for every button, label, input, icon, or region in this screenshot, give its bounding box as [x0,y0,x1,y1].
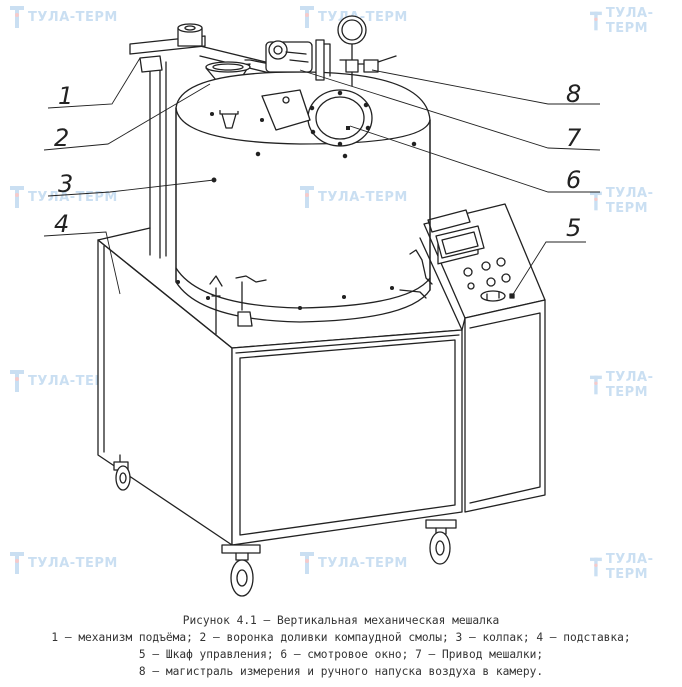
tulaterm-logo-icon [590,557,602,577]
tulaterm-logo-icon [300,186,314,208]
caption-line-3: 8 — магистраль измерения и ручного напус… [138,665,544,678]
measurement-line [337,15,397,87]
tulaterm-logo-icon [10,6,24,28]
watermark: ТУЛА-ТЕРМ [10,552,118,574]
tulaterm-logo-icon [590,11,602,31]
mixer-drawing: 1 2 3 4 5 6 7 8 [43,15,601,597]
tulaterm-logo-icon [10,552,24,574]
viewing-window [307,89,373,147]
tulaterm-logo-icon [10,370,24,392]
callout-3: 3 [58,170,73,198]
watermark: ТУЛА-ТЕРМ [590,186,682,216]
callout-1: 1 [58,82,73,110]
mixer-drive [265,39,331,81]
caption-line-2: 5 — Шкаф управления; 6 — смотровое окно;… [138,648,544,661]
caster-left-front [221,544,261,597]
watermark: ТУЛА-ТЕРМ [10,370,118,392]
tulaterm-logo-icon [300,552,314,574]
tulaterm-logo-icon [300,6,314,28]
caster-left-back [113,454,131,491]
caption-line-1: 1 — механизм подъёма; 2 — воронка доливк… [51,631,631,644]
watermark: ТУЛА-ТЕРМ [300,552,408,574]
callout-8: 8 [566,80,581,108]
callout-2: 2 [54,124,69,152]
drive-bracket [261,89,311,131]
tulaterm-logo-icon [590,191,602,211]
watermark: ТУЛА-ТЕРМ [300,6,408,28]
callout-4: 4 [54,210,69,238]
tulaterm-logo-icon [590,375,602,395]
leader-lines [43,57,601,297]
callout-5: 5 [566,214,581,242]
watermark: ТУЛА-ТЕРМ [590,370,682,400]
figure-caption: Рисунок 4.1 — Вертикальная механическая … [0,612,682,680]
watermark: ТУЛА-ТЕРМ [300,186,408,208]
watermark: ТУЛА-ТЕРМ [590,552,682,582]
control-cabinet [423,203,546,513]
caster-right-front [425,519,457,565]
watermark: ТУЛА-ТЕРМ [590,6,682,36]
watermark: ТУЛА-ТЕРМ [10,6,118,28]
stand-body [97,227,463,546]
callout-6: 6 [566,166,581,194]
callout-7: 7 [566,124,582,152]
caption-title: Рисунок 4.1 — Вертикальная механическая … [182,614,500,627]
tulaterm-logo-icon [10,186,24,208]
